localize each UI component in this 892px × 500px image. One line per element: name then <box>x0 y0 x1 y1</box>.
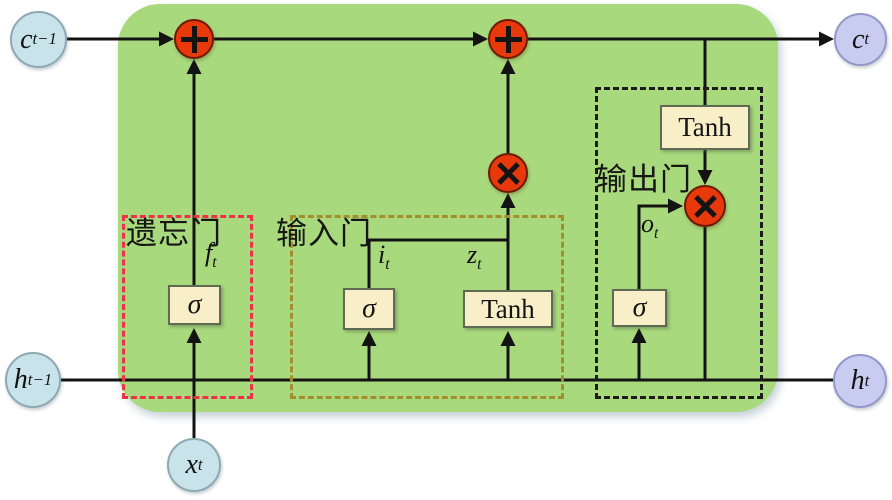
multiply-operator-input <box>488 153 528 193</box>
c-prev-sub: t−1 <box>32 29 57 49</box>
h-out-base: h <box>850 365 865 396</box>
x-in-sub: t <box>197 454 203 474</box>
multiply-operator-output <box>684 185 726 227</box>
forget-gate-region <box>122 215 253 399</box>
multiply-icon <box>489 154 527 192</box>
input-i-sub: t <box>385 256 390 274</box>
forget-signal-base: f <box>205 238 213 267</box>
input-i-signal-label: it <box>378 242 390 273</box>
output-sigma-box: σ <box>612 289 667 327</box>
h-prev-base: h <box>13 364 28 395</box>
c-out-sub: t <box>864 29 870 49</box>
sigma-label: σ <box>362 293 376 324</box>
forget-gate-label: 遗忘门 <box>126 216 222 251</box>
multiply-icon <box>686 187 724 225</box>
output-gate-label: 输出门 <box>596 162 692 197</box>
input-z-base: z <box>467 240 478 269</box>
h-out-sub: t <box>864 370 870 390</box>
h-prev-sub: t−1 <box>27 369 53 389</box>
x-in-base: x <box>185 449 198 480</box>
input-gate-region <box>290 215 564 399</box>
wire-output-sigma-to-mul <box>637 198 683 289</box>
output-tanh-box: Tanh <box>660 105 750 150</box>
input-gate-label: 输入门 <box>276 216 372 251</box>
input-tanh-box: Tanh <box>463 290 553 328</box>
forget-sigma-box: σ <box>168 285 221 325</box>
sigma-label: σ <box>187 289 202 320</box>
c-prev-base: c <box>20 23 33 55</box>
c-out-base: c <box>851 23 865 55</box>
add-operator-1 <box>174 19 214 59</box>
add-operator-2 <box>488 19 528 59</box>
input-sigma-box: σ <box>343 288 395 330</box>
sigma-label: σ <box>632 292 647 323</box>
forget-signal-label: ft <box>205 240 217 271</box>
forget-signal-sub: t <box>212 254 217 272</box>
input-z-signal-label: zt <box>467 242 481 273</box>
tanh-label: Tanh <box>678 112 732 142</box>
plus-icon <box>494 25 522 53</box>
input-z-sub: t <box>477 256 482 274</box>
output-o-sub: t <box>654 225 659 243</box>
wire-input-sigma-out <box>367 238 508 288</box>
plus-icon <box>180 25 208 53</box>
tanh-label: Tanh <box>481 293 535 324</box>
output-gate-region <box>595 87 763 399</box>
input-i-base: i <box>378 240 386 269</box>
output-o-base: o <box>641 209 654 238</box>
output-o-signal-label: ot <box>641 211 658 242</box>
